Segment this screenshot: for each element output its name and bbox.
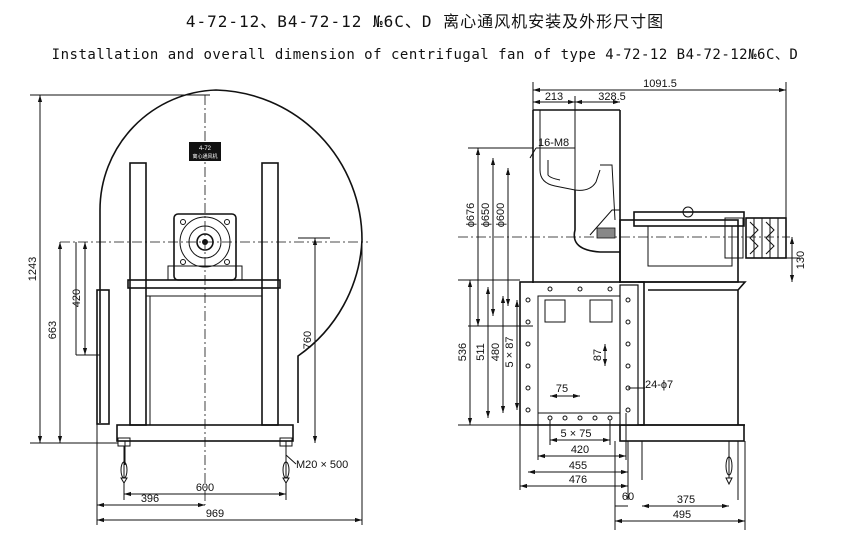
nameplate-type: 离心通风机 [192,153,217,160]
anchor-bolt-side [725,441,733,486]
side-base-plate [619,424,745,442]
support-left-post [129,162,147,426]
dim-396: 396 [141,493,159,505]
pulley [745,217,787,259]
shaft-icon [196,233,214,251]
dim-1243: 1243 [27,257,39,281]
dim-663: 663 [47,321,59,339]
dim-600: 600 [196,482,214,494]
pedestal-frame [638,281,747,426]
dim-375: 375 [677,494,695,506]
dim-16-m8: 16-M8 [538,137,569,149]
side-view: 1091.5 213 328.5 16-M8 ϕ676 ϕ650 ϕ600 53… [457,78,807,530]
dim-phi650: ϕ650 [480,203,492,228]
dim-phi676: ϕ676 [465,203,477,228]
dim-969: 969 [206,508,224,520]
bearing-pedestal [619,219,739,283]
dim-1091-5: 1091.5 [643,78,677,90]
bearing-cap [633,211,745,227]
front-view: 4-72 离心通风机 1243 663 420 760 [27,89,368,525]
dim-213: 213 [545,91,563,103]
dim-511: 511 [475,343,487,361]
volute-casing [99,89,363,423]
title-chinese: 4-72-12、B4-72-12 №6C、D 离心通风机安装及外形尺寸图 [185,12,665,31]
dim-75: 75 [556,383,568,395]
dim-328-5: 328.5 [598,91,626,103]
dim-476: 476 [569,474,587,486]
support-right-post [261,162,279,426]
dim-87: 87 [592,349,604,361]
dim-480: 480 [490,343,502,361]
anchor-bolt-right [282,446,290,484]
dim-5x75: 5 × 75 [561,428,592,440]
dim-536: 536 [457,343,469,361]
inlet-box [519,281,645,426]
nameplate-model: 4-72 [199,146,212,152]
dim-anchor-bolt: M20 × 500 [296,459,348,471]
nameplate [189,142,221,161]
dim-60: 60 [622,491,634,503]
dim-130: 130 [795,251,807,269]
dim-760: 760 [302,331,314,349]
dim-phi600: ϕ600 [495,203,507,228]
dim-420-vertical: 420 [71,289,83,307]
support-crossbar [127,279,281,289]
lifting-eye-icon [682,206,694,218]
dim-420-horizontal: 420 [571,444,589,456]
dim-495: 495 [673,509,691,521]
dim-5x87: 5 × 87 [504,337,516,368]
inlet-housing [532,109,621,283]
outlet-flange [96,289,110,425]
support-body [149,295,263,426]
base-plate [116,424,294,442]
dim-24-phi7: 24-ϕ7 [645,379,673,391]
title-english: Installation and overall dimension of ce… [51,47,799,63]
flange-holes [525,286,631,421]
dim-455: 455 [569,460,587,472]
anchor-bolt-left [120,446,128,484]
